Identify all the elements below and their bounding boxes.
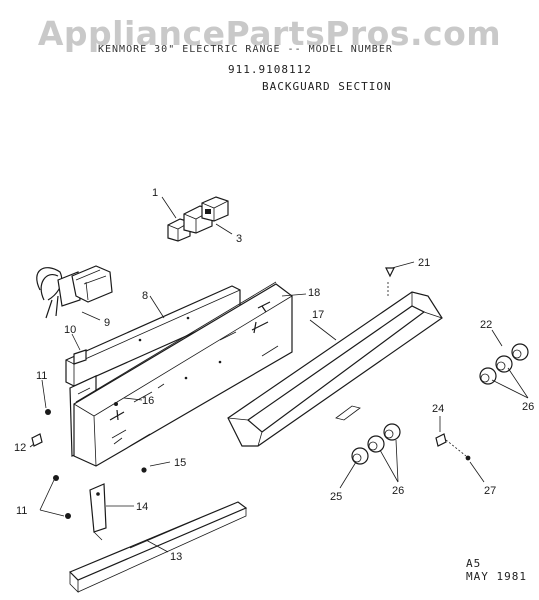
callout-24: 24 (432, 403, 444, 415)
part-clip-screw[interactable] (435, 433, 471, 461)
part-screw-21[interactable] (385, 267, 395, 278)
model-number: 911.9108112 (228, 63, 312, 76)
leader-lines (29, 196, 529, 553)
callout-17: 17 (312, 309, 324, 321)
header-title: KENMORE 30" ELECTRIC RANGE -- MODEL NUMB… (98, 44, 393, 55)
callout-16: 16 (142, 395, 154, 407)
callout-21: 21 (418, 257, 430, 269)
callout-12: 12 (14, 442, 26, 454)
callout-25: 25 (330, 491, 342, 503)
watermark: AppliancePartsPros.com (37, 14, 502, 53)
drawing-code: A5 (466, 557, 482, 570)
callout-26-right: 26 (522, 401, 534, 413)
part-backguard-panel[interactable] (73, 281, 293, 467)
callout-labels: 1 3 8 9 10 11 12 11 13 14 15 16 17 18 21… (14, 187, 534, 563)
callout-22: 22 (480, 319, 492, 331)
part-knobs-right[interactable] (479, 343, 529, 385)
part-light-switch[interactable] (73, 349, 87, 365)
callout-18: 18 (308, 287, 320, 299)
callout-9: 9 (104, 317, 110, 329)
callout-27: 27 (484, 485, 496, 497)
section-title: BACKGUARD SECTION (262, 80, 392, 93)
callout-1: 1 (152, 187, 158, 199)
part-knob-switch[interactable] (167, 196, 229, 242)
callout-14: 14 (136, 501, 148, 513)
part-screws-left[interactable] (31, 402, 147, 519)
part-bracket[interactable] (89, 483, 107, 541)
callout-3: 3 (236, 233, 242, 245)
callout-10: 10 (64, 324, 76, 336)
callout-26-lower: 26 (392, 485, 404, 497)
part-knobs-lower[interactable] (351, 423, 401, 465)
callout-11-top: 11 (36, 370, 47, 382)
drawing-date: MAY 1981 (466, 570, 527, 583)
callout-15: 15 (174, 457, 186, 469)
part-clock-timer[interactable] (36, 265, 113, 319)
callout-11-bottom: 11 (16, 505, 27, 517)
part-trim-strip[interactable] (68, 501, 248, 593)
callout-8: 8 (142, 290, 148, 302)
part-glass-frame[interactable] (227, 291, 443, 447)
callout-13: 13 (170, 551, 182, 563)
